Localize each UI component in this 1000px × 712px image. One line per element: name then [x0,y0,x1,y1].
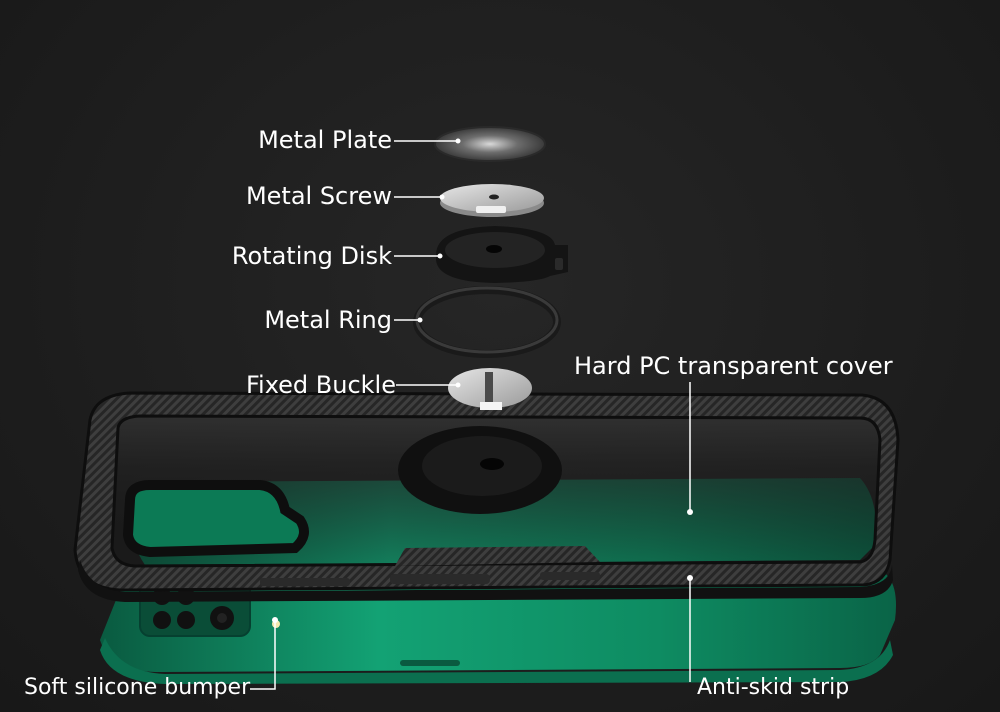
metal-ring-part [413,286,561,358]
leader-lines [250,138,693,690]
label-metal-plate: Metal Plate [258,126,392,154]
metal-plate-part [434,126,546,162]
label-hard-pc-cover: Hard PC transparent cover [574,352,893,380]
label-fixed-buckle: Fixed Buckle [245,371,396,399]
label-rotating-disk: Rotating Disk [231,242,392,270]
label-soft-bumper: Soft silicone bumper [24,675,251,700]
label-anti-skid: Anti-skid strip [697,675,850,700]
label-metal-screw: Metal Screw [245,182,392,210]
rotating-disk-part [436,226,568,283]
metal-screw-part [440,184,544,217]
case-illustration [73,391,900,602]
fixed-buckle-part [448,368,532,410]
label-metal-ring: Metal Ring [264,306,392,334]
